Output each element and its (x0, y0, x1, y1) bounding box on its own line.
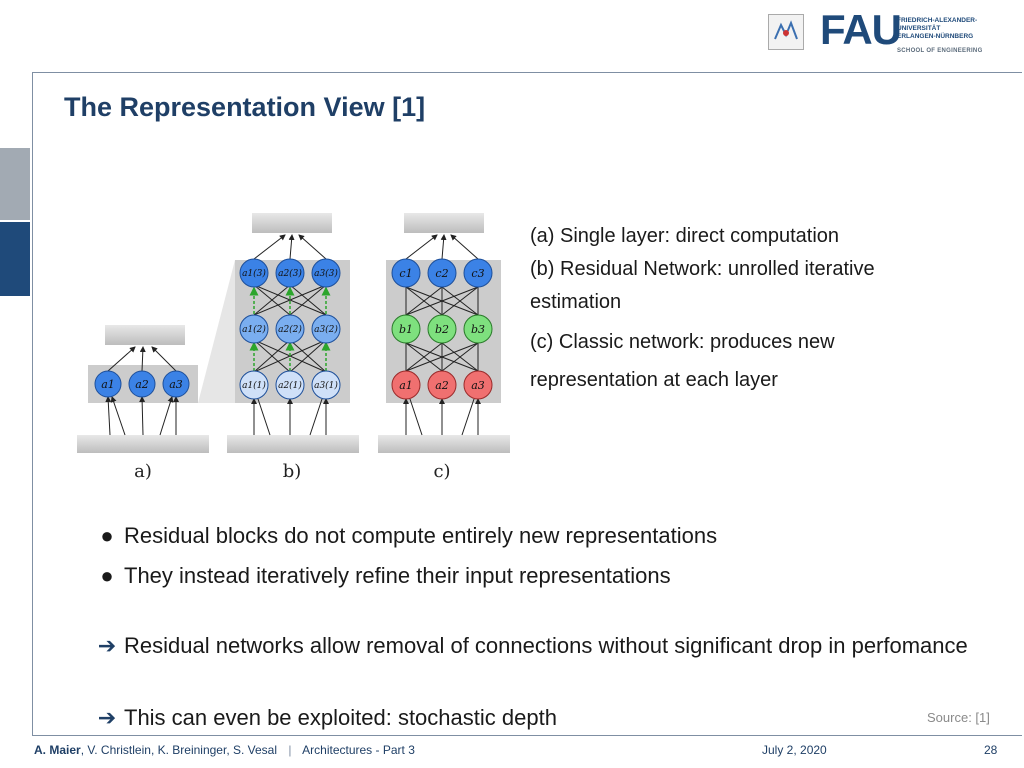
node-b-a1-1: a1(1) (242, 380, 266, 391)
label-b: b) (283, 461, 302, 482)
footer-course: Architectures - Part 3 (302, 743, 415, 757)
fau-logo: FAU (820, 6, 902, 53)
arrow-right-icon: ➔ (97, 633, 117, 658)
panel-b: a1(3) a2(3) a3(3) a1(2) a2(2) a3(2) a1(1… (227, 213, 359, 482)
node-c-a2: a2 (435, 379, 449, 392)
side-tab-upper (0, 148, 30, 220)
arrow-item: ➔This can even be exploited: stochastic … (98, 705, 557, 731)
node-a2: a2 (135, 378, 149, 391)
node-c-a1: a1 (399, 379, 413, 392)
node-b-a1-2: a1(2) (242, 324, 266, 335)
node-b-a2-1: a2(1) (278, 380, 302, 391)
node-c-a3: a3 (471, 379, 485, 392)
footer-date: July 2, 2020 (762, 743, 827, 757)
bullet-dot-icon: ● (100, 563, 114, 588)
bullet-item: ●Residual blocks do not compute entirely… (100, 523, 717, 549)
label-a: a) (134, 461, 152, 482)
description-c: (c) Classic network: produces new repres… (530, 331, 835, 391)
label-c: c) (433, 461, 450, 482)
node-b3: b3 (471, 323, 485, 336)
node-c1: c1 (399, 267, 412, 280)
node-b-a2-3: a2(3) (278, 268, 302, 279)
node-b-a3-1: a3(1) (314, 380, 338, 391)
node-b-a3-3: a3(3) (314, 268, 338, 279)
arrow-right-icon: ➔ (97, 705, 117, 730)
bullet-item: ●They instead iteratively refine their i… (100, 563, 670, 589)
panel-a: a1 a2 a3 a) (77, 260, 235, 482)
figure-descriptions: (a) Single layer: direct computation (b)… (530, 220, 950, 399)
node-b-a2-2: a2(2) (278, 324, 302, 335)
node-c3: c3 (471, 267, 484, 280)
node-b1: b1 (399, 323, 413, 336)
panel-c: c1 c2 c3 b1 b2 b3 a1 a2 a3 c) (378, 213, 510, 482)
source-citation: Source: [1] (927, 710, 990, 725)
university-name: FRIEDRICH-ALEXANDER- UNIVERSITÄT ERLANGE… (897, 17, 978, 40)
institute-logo-icon (768, 14, 804, 50)
node-a3: a3 (169, 378, 183, 391)
description-a: (a) Single layer: direct computation (530, 225, 840, 247)
representation-figure: a1 a2 a3 a) (77, 213, 510, 482)
node-b-a3-2: a3(2) (314, 324, 338, 335)
side-tab-lower (0, 222, 30, 296)
node-c2: c2 (435, 267, 448, 280)
description-b: (b) Residual Network: unrolled iterative… (530, 258, 875, 313)
node-b2: b2 (435, 323, 449, 336)
page-number: 28 (984, 743, 998, 757)
slide-frame (32, 72, 1022, 736)
footer-authors: A. Maier, V. Christlein, K. Breininger, … (34, 743, 415, 757)
bullet-dot-icon: ● (100, 523, 114, 548)
slide-title: The Representation View [1] (64, 92, 426, 122)
node-b-a1-3: a1(3) (242, 268, 266, 279)
arrow-item: ➔Residual networks allow removal of conn… (98, 626, 994, 666)
node-a1: a1 (101, 378, 115, 391)
school-name: SCHOOL OF ENGINEERING (897, 48, 983, 54)
